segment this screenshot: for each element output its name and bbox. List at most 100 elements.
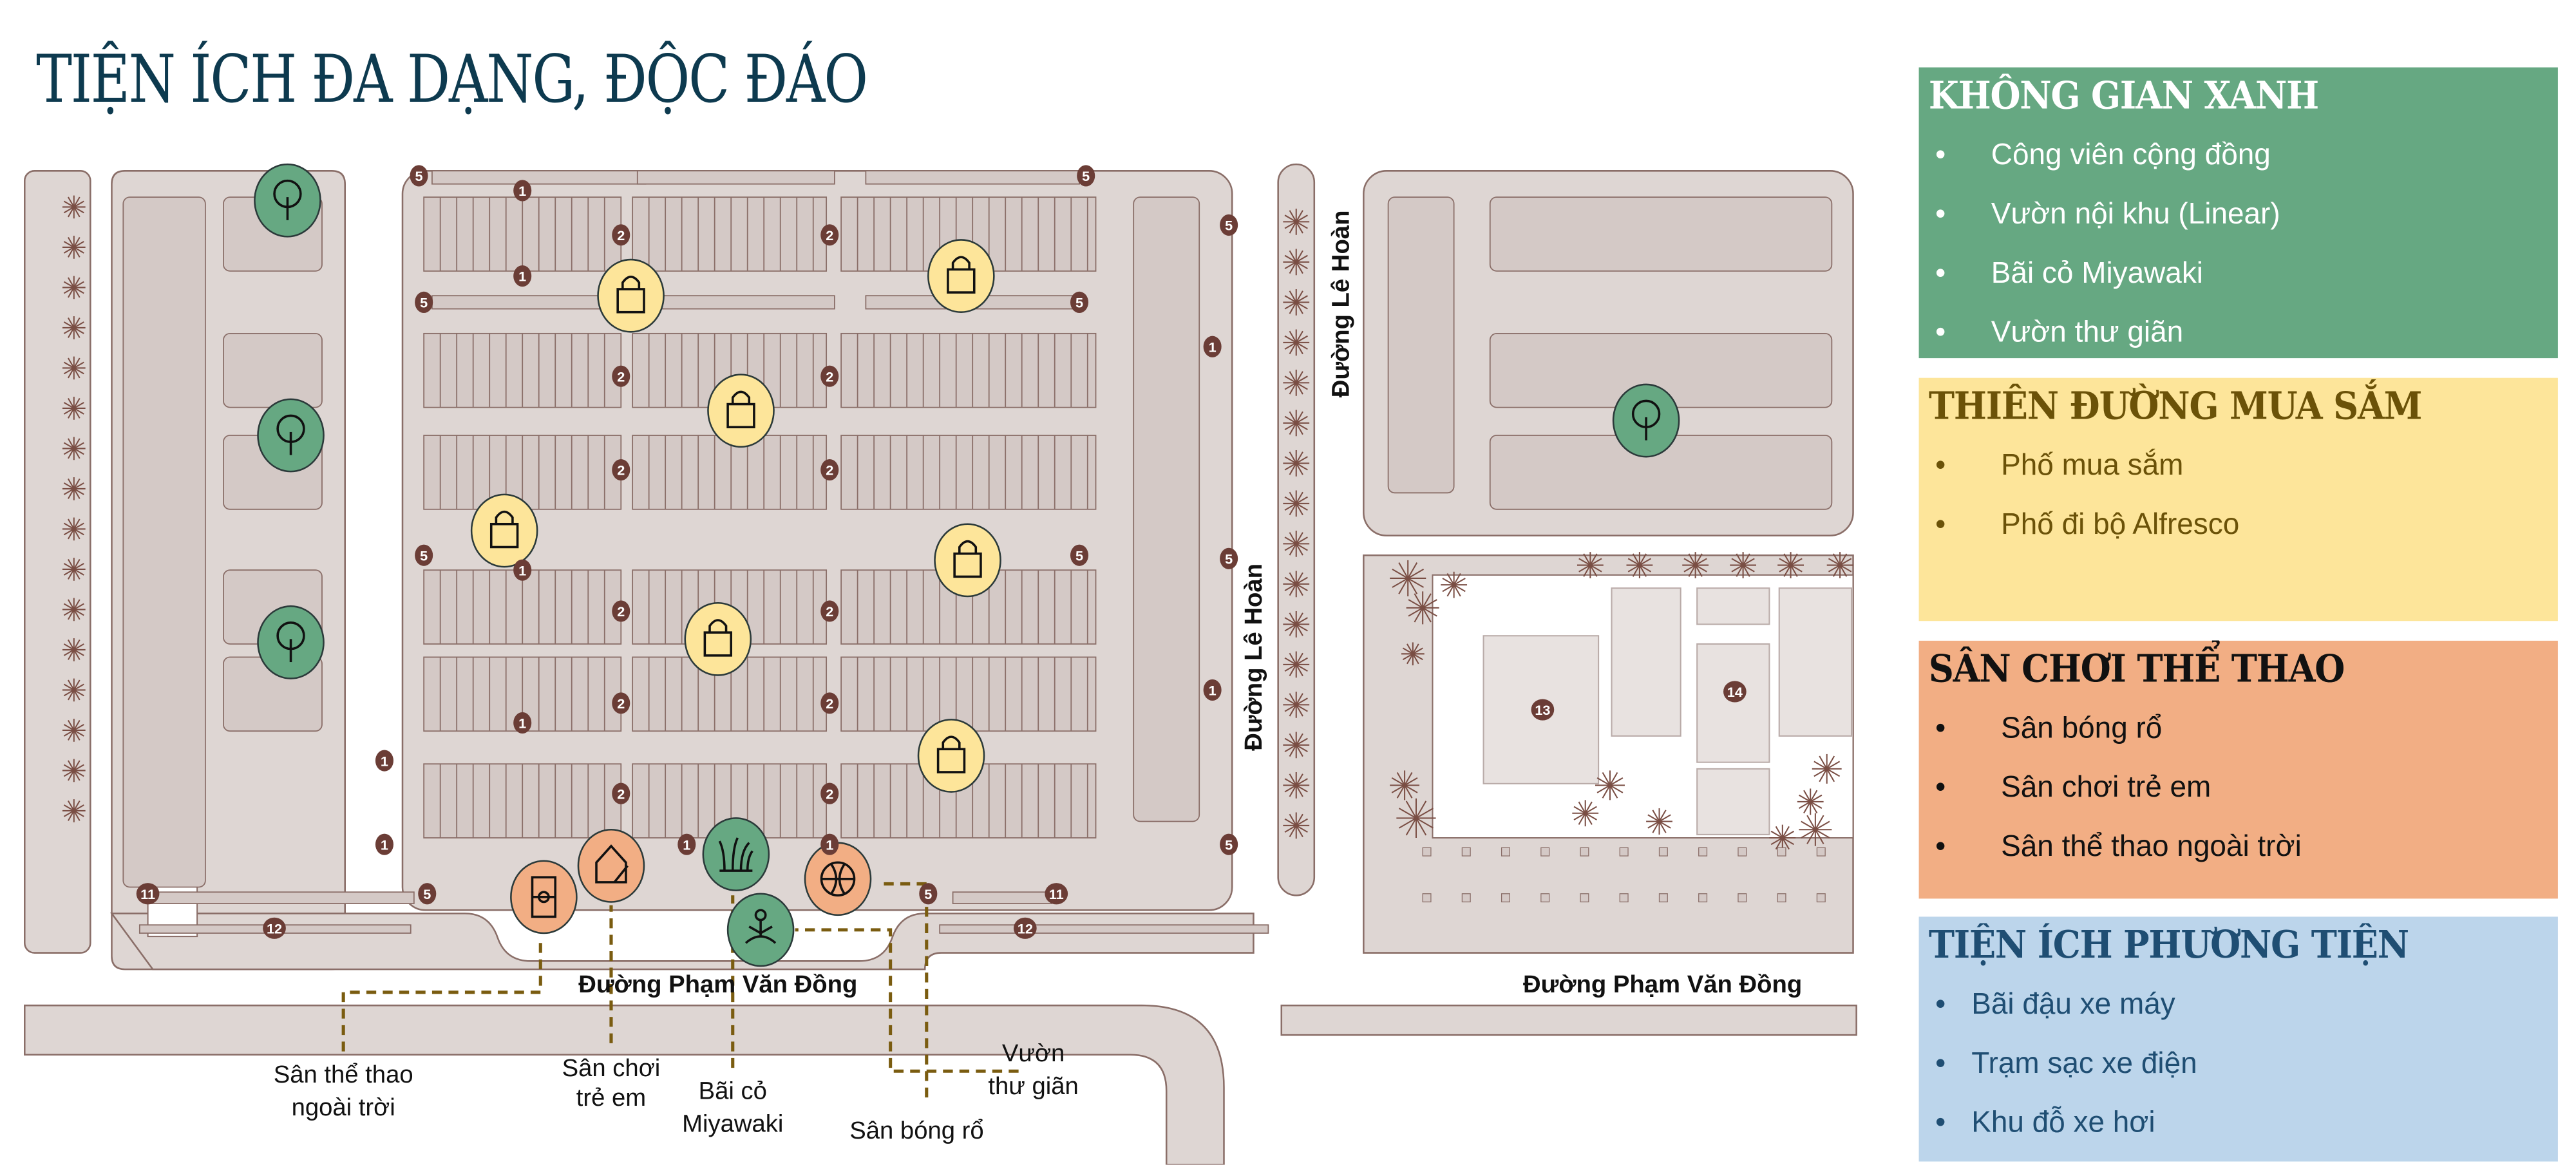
badge-label: 2 [617, 368, 625, 384]
legend-sports: SÂN CHƠI THỂ THAO •Sân bóng rổ •Sân chơi… [1918, 640, 2558, 899]
park-tree-icon[interactable] [1612, 383, 1680, 458]
tree-icon [1283, 369, 1310, 396]
tree-icon [1283, 208, 1310, 235]
shopping-bag-icon[interactable] [470, 493, 538, 568]
parking-row [840, 435, 1097, 510]
tree-icon [62, 276, 86, 299]
parking-bay [1816, 893, 1826, 903]
badge-label: 1 [518, 269, 526, 285]
badge-label: 11 [1049, 886, 1064, 902]
parking-strip [636, 170, 835, 185]
road-label-le-hoan-2: Đường Lê Hoàn [1240, 564, 1267, 751]
legend-heading: TIỆN ÍCH PHƯƠNG TIỆN [1928, 923, 2409, 968]
tree-icon [62, 397, 86, 420]
badge-label: 12 [1018, 920, 1033, 936]
legend-item: •Vườn nội khu (Linear) [1935, 197, 2280, 231]
badge-label: 5 [1225, 218, 1233, 234]
shopping-bag-icon[interactable] [917, 719, 985, 793]
pham-van-dong-road [23, 1004, 1225, 1165]
badge-label: 5 [1225, 837, 1233, 853]
shopping-bag-icon[interactable] [597, 258, 665, 333]
tree-icon [1777, 552, 1804, 578]
zone-number-badge: 1 [1203, 336, 1222, 357]
badge-label: 2 [826, 786, 833, 802]
badge-label: 5 [1225, 551, 1233, 567]
tree-icon [1283, 651, 1310, 678]
parking-row [840, 569, 1097, 645]
badge-label: 2 [826, 603, 833, 620]
sports-field-icon[interactable] [510, 860, 578, 934]
zone-number-badge: 12 [1013, 917, 1037, 939]
grass-icon[interactable] [702, 817, 770, 891]
park-tree-icon[interactable] [257, 398, 325, 473]
zone-number-badge: 5 [418, 883, 437, 905]
parking-bay [1816, 847, 1826, 857]
legend-shopping: THIÊN ĐƯỜNG MUA SẮM •Phố mua sắm •Phố đi… [1918, 377, 2558, 621]
parking-bay [1501, 847, 1511, 857]
basketball-icon[interactable] [804, 842, 872, 916]
tree-icon [1826, 552, 1853, 578]
badge-label: 1 [826, 837, 833, 853]
parking-bay [1658, 847, 1668, 857]
zone-number-badge: 5 [1220, 214, 1238, 236]
playground-icon[interactable] [577, 828, 645, 903]
zone-number-badge: 2 [612, 692, 630, 714]
tree-icon [1799, 813, 1832, 846]
parking-row [1489, 196, 1833, 272]
legend-heading: THIÊN ĐƯỜNG MUA SẮM [1928, 384, 2423, 429]
callout-relax-garden: Vườn thư giãn [988, 1039, 1078, 1100]
tree-icon [62, 598, 86, 621]
legend-item: •Bãi cỏ Miyawaki [1935, 256, 2204, 289]
parking-strip [865, 170, 1080, 185]
tree-icon [62, 195, 86, 219]
zone-number-badge: 1 [513, 180, 532, 202]
zone-number-badge: 2 [820, 365, 839, 387]
zone-number-badge: 1 [513, 712, 532, 734]
zone-number-badge: 14 [1723, 681, 1747, 703]
legend-item: •Phố đi bộ Alfresco [1935, 507, 2240, 541]
svg-text:Vườn: Vườn [1002, 1039, 1065, 1067]
shopping-bag-icon[interactable] [684, 601, 752, 676]
legend-item: •Khu đỗ xe hơi [1935, 1105, 2155, 1139]
badge-label: 2 [617, 227, 625, 243]
legend-green-space: KHÔNG GIAN XANH •Công viên cộng đồng •Vư… [1918, 67, 2558, 359]
svg-text:thư giãn: thư giãn [988, 1072, 1078, 1100]
leader-relax [795, 928, 1019, 1073]
parking-strip [952, 891, 1052, 904]
shopping-bag-icon[interactable] [934, 523, 1001, 598]
tree-icon [1682, 552, 1709, 578]
zone-number-badge: 2 [820, 224, 839, 246]
tree-icon [1283, 530, 1310, 557]
badge-label: 2 [826, 227, 833, 243]
badge-label: 2 [826, 696, 833, 712]
park-tree-icon[interactable] [257, 605, 325, 679]
badge-label: 5 [924, 886, 932, 902]
tree-icon [1390, 770, 1420, 800]
road-label-pham-van-dong-2: Đường Phạm Văn Đồng [1523, 971, 1802, 998]
shopping-bag-icon[interactable] [707, 374, 775, 448]
left-walkway [23, 170, 91, 954]
shopping-bag-icon[interactable] [927, 239, 995, 313]
meditation-icon[interactable] [726, 893, 795, 967]
tree-icon [62, 517, 86, 541]
badge-label: 13 [1535, 702, 1550, 718]
tree-icon [1283, 410, 1310, 437]
zone-number-badge: 2 [612, 782, 630, 804]
parking-bay [1619, 847, 1629, 857]
parking-bay [1461, 847, 1471, 857]
tree-icon [62, 316, 86, 339]
badge-label: 12 [267, 920, 282, 936]
zone-number-badge: 11 [136, 883, 160, 905]
tree-icon [1390, 560, 1426, 597]
badge-label: 1 [518, 562, 526, 578]
tree-icon [62, 356, 86, 380]
badge-label: 5 [420, 295, 428, 311]
tree-icon [1283, 289, 1310, 316]
badge-label: 5 [423, 886, 431, 902]
zone-number-badge: 5 [410, 165, 428, 187]
legend-heading: SÂN CHƠI THỂ THAO [1928, 647, 2345, 692]
svg-text:Sân thể thao: Sân thể thao [274, 1061, 413, 1088]
svg-text:Miyawaki: Miyawaki [682, 1110, 783, 1138]
tree-icon [62, 558, 86, 581]
park-tree-icon[interactable] [254, 163, 321, 238]
